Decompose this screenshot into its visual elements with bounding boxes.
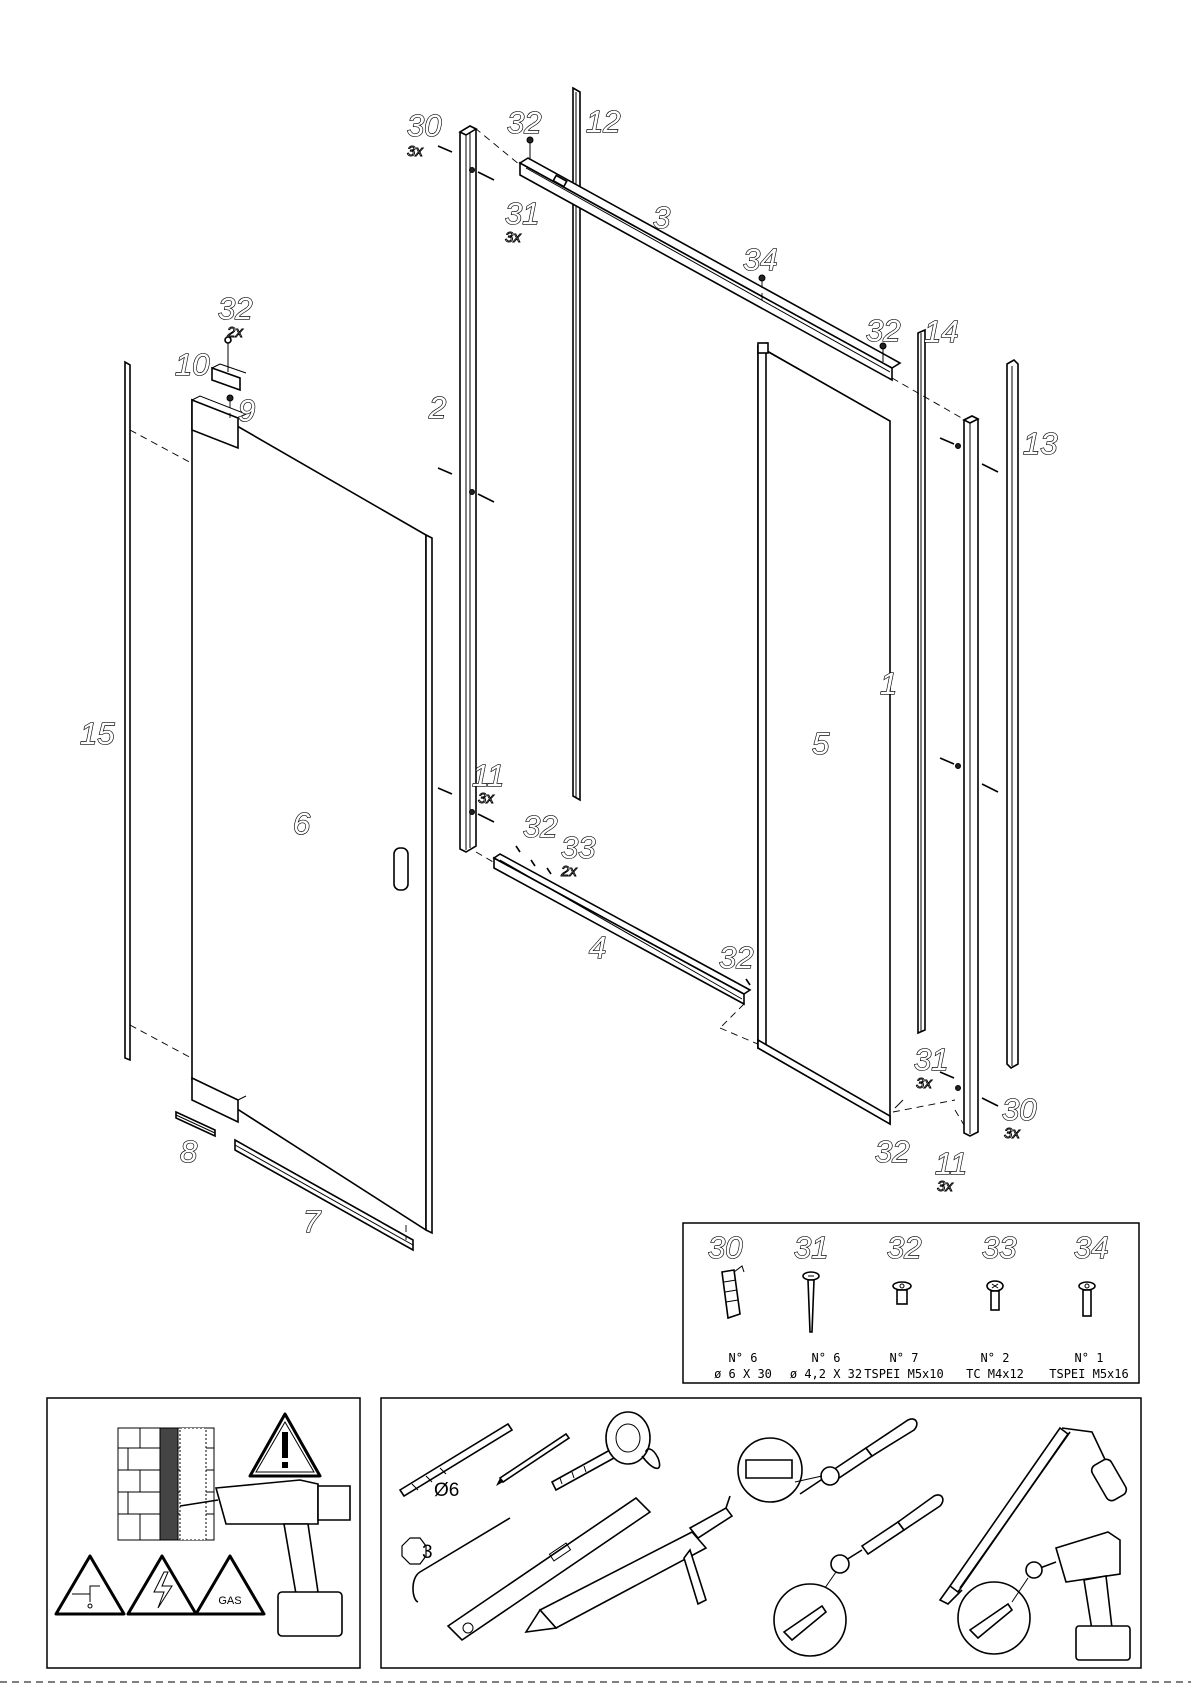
part-15-seal-strip	[125, 362, 195, 1060]
label-part-7: 7	[303, 1204, 322, 1239]
label-part-2: 2	[428, 390, 446, 425]
legend-num-31: 31	[794, 1230, 828, 1265]
label-part-1: 1	[880, 666, 897, 701]
gas-sign-text: GAS	[218, 1595, 241, 1607]
qty-31-top: 3x	[505, 229, 521, 246]
qty-33: 2x	[560, 863, 577, 880]
legend-spec-32: TSPEI M5x10	[864, 1367, 943, 1381]
legend-count-34: N° 1	[1075, 1351, 1104, 1365]
part-14-seal-strip	[918, 330, 925, 1033]
label-part-8: 8	[180, 1134, 198, 1169]
label-part-5: 5	[812, 726, 830, 761]
label-part-30-top: 30	[407, 108, 441, 143]
label-part-10: 10	[175, 347, 209, 382]
legend-count-33: N° 2	[981, 1351, 1010, 1365]
hardware-legend: 30 N° 6 ø 6 X 30 31 N° 6 ø 4,2 X 32 32	[683, 1223, 1139, 1383]
label-part-6: 6	[293, 806, 311, 841]
qty-31-bottom: 3x	[916, 1075, 932, 1092]
qty-30-top: 3x	[407, 143, 423, 160]
qty-11-top: 3x	[478, 790, 494, 807]
brick-wall-icon	[118, 1428, 214, 1540]
door-handle	[394, 848, 408, 890]
legend-num-33: 33	[982, 1230, 1016, 1265]
label-part-12: 12	[586, 104, 620, 139]
label-part-32-b: 32	[218, 291, 252, 326]
label-part-31-top: 31	[505, 196, 539, 231]
label-part-33: 33	[561, 830, 595, 865]
legend-spec-33: TC M4x12	[966, 1367, 1024, 1381]
part-6-glass-door	[192, 396, 432, 1233]
legend-num-34: 34	[1074, 1230, 1108, 1265]
label-part-32-f: 32	[875, 1134, 909, 1169]
label-part-30-bottom: 30	[1002, 1092, 1036, 1127]
label-part-11-bottom: 11	[935, 1146, 967, 1181]
label-part-32-e: 32	[719, 940, 753, 975]
label-part-14: 14	[924, 314, 958, 349]
legend-count-30: N° 6	[729, 1351, 758, 1365]
legend-spec-34: TSPEI M5x16	[1049, 1367, 1128, 1381]
legend-num-30: 30	[708, 1230, 742, 1265]
legend-count-31: N° 6	[812, 1351, 841, 1365]
hex-key-size: 3	[422, 1542, 433, 1563]
label-part-31-bottom: 31	[914, 1042, 948, 1077]
exploded-view: 1 2 3 4 5 6 7 8 9 10 11 11 12 13 14 15 3…	[80, 88, 1057, 1250]
part-1-wall-profile	[892, 378, 998, 1136]
label-part-13: 13	[1023, 426, 1057, 461]
tools-panel: Ø6 3	[381, 1398, 1141, 1668]
legend-count-32: N° 7	[890, 1351, 919, 1365]
label-part-4: 4	[589, 930, 606, 965]
part-13-outer-seal	[1007, 360, 1018, 1068]
label-part-32-d: 32	[523, 809, 557, 844]
legend-spec-30: ø 6 X 30	[714, 1367, 772, 1381]
part-5-fixed-panel	[758, 343, 903, 1124]
label-part-32-c: 32	[866, 313, 900, 348]
label-part-3: 3	[653, 200, 670, 235]
drill-bit-size: Ø6	[434, 1480, 459, 1501]
legend-num-32: 32	[887, 1230, 921, 1265]
label-part-9: 9	[238, 393, 255, 428]
label-part-34: 34	[743, 242, 777, 277]
label-part-15: 15	[80, 716, 115, 751]
safety-warning-panel: GAS	[47, 1398, 360, 1668]
qty-30-bottom: 3x	[1004, 1125, 1020, 1142]
qty-32-b: 2x	[226, 324, 243, 341]
legend-spec-31: ø 4,2 X 32	[790, 1367, 862, 1381]
label-part-11-top: 11	[472, 758, 504, 793]
label-part-32-a: 32	[507, 105, 541, 140]
part-8-bottom-pivot	[176, 1112, 215, 1136]
qty-11-bottom: 3x	[937, 1178, 953, 1195]
